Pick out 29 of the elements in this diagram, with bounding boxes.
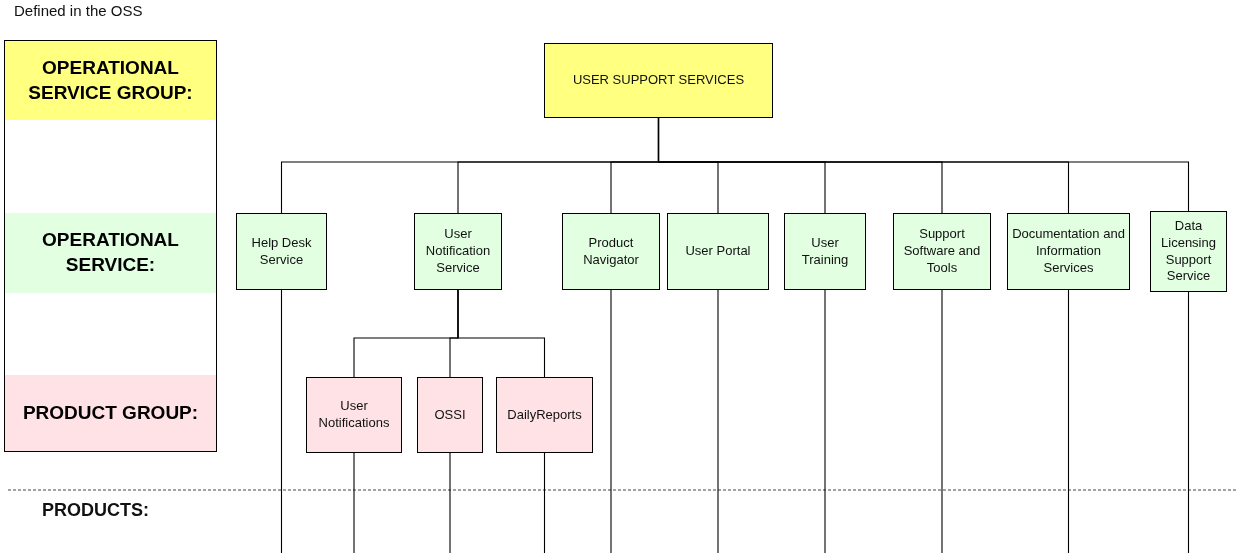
connector-line: [717, 289, 719, 554]
service-box: Product Navigator: [562, 213, 660, 290]
connector-line: [824, 289, 826, 554]
note-text: Defined in the OSS: [14, 2, 143, 19]
connector-line: [457, 289, 546, 378]
row-heading: OPERATIONAL SERVICE:: [5, 213, 216, 293]
service-box: OSSI: [417, 377, 483, 453]
connector-line: [1187, 291, 1190, 554]
service-box: User Notifications: [306, 377, 402, 453]
service-box: Support Software and Tools: [893, 213, 991, 290]
service-box: User Training: [784, 213, 866, 290]
service-box: Data Licensing Support Service: [1150, 211, 1227, 292]
connector-line: [657, 117, 1190, 212]
row-heading: OPERATIONAL SERVICE GROUP:: [5, 41, 216, 120]
service-box: User Notification Service: [414, 213, 502, 290]
connector-line: [543, 452, 546, 554]
connector-line: [941, 289, 943, 554]
service-box: DailyReports: [496, 377, 593, 453]
row-heading: PRODUCTS:: [42, 500, 149, 521]
connector-line: [1067, 289, 1070, 554]
connector-line: [610, 289, 612, 554]
connector-line: [353, 452, 355, 554]
service-box: User Portal: [667, 213, 769, 290]
service-box: Help Desk Service: [236, 213, 327, 290]
connector-line: [280, 289, 283, 554]
connector-line: [449, 452, 451, 554]
service-box: USER SUPPORT SERVICES: [544, 43, 773, 118]
row-heading: PRODUCT GROUP:: [5, 375, 216, 451]
service-box: Documentation and Information Services: [1007, 213, 1130, 290]
